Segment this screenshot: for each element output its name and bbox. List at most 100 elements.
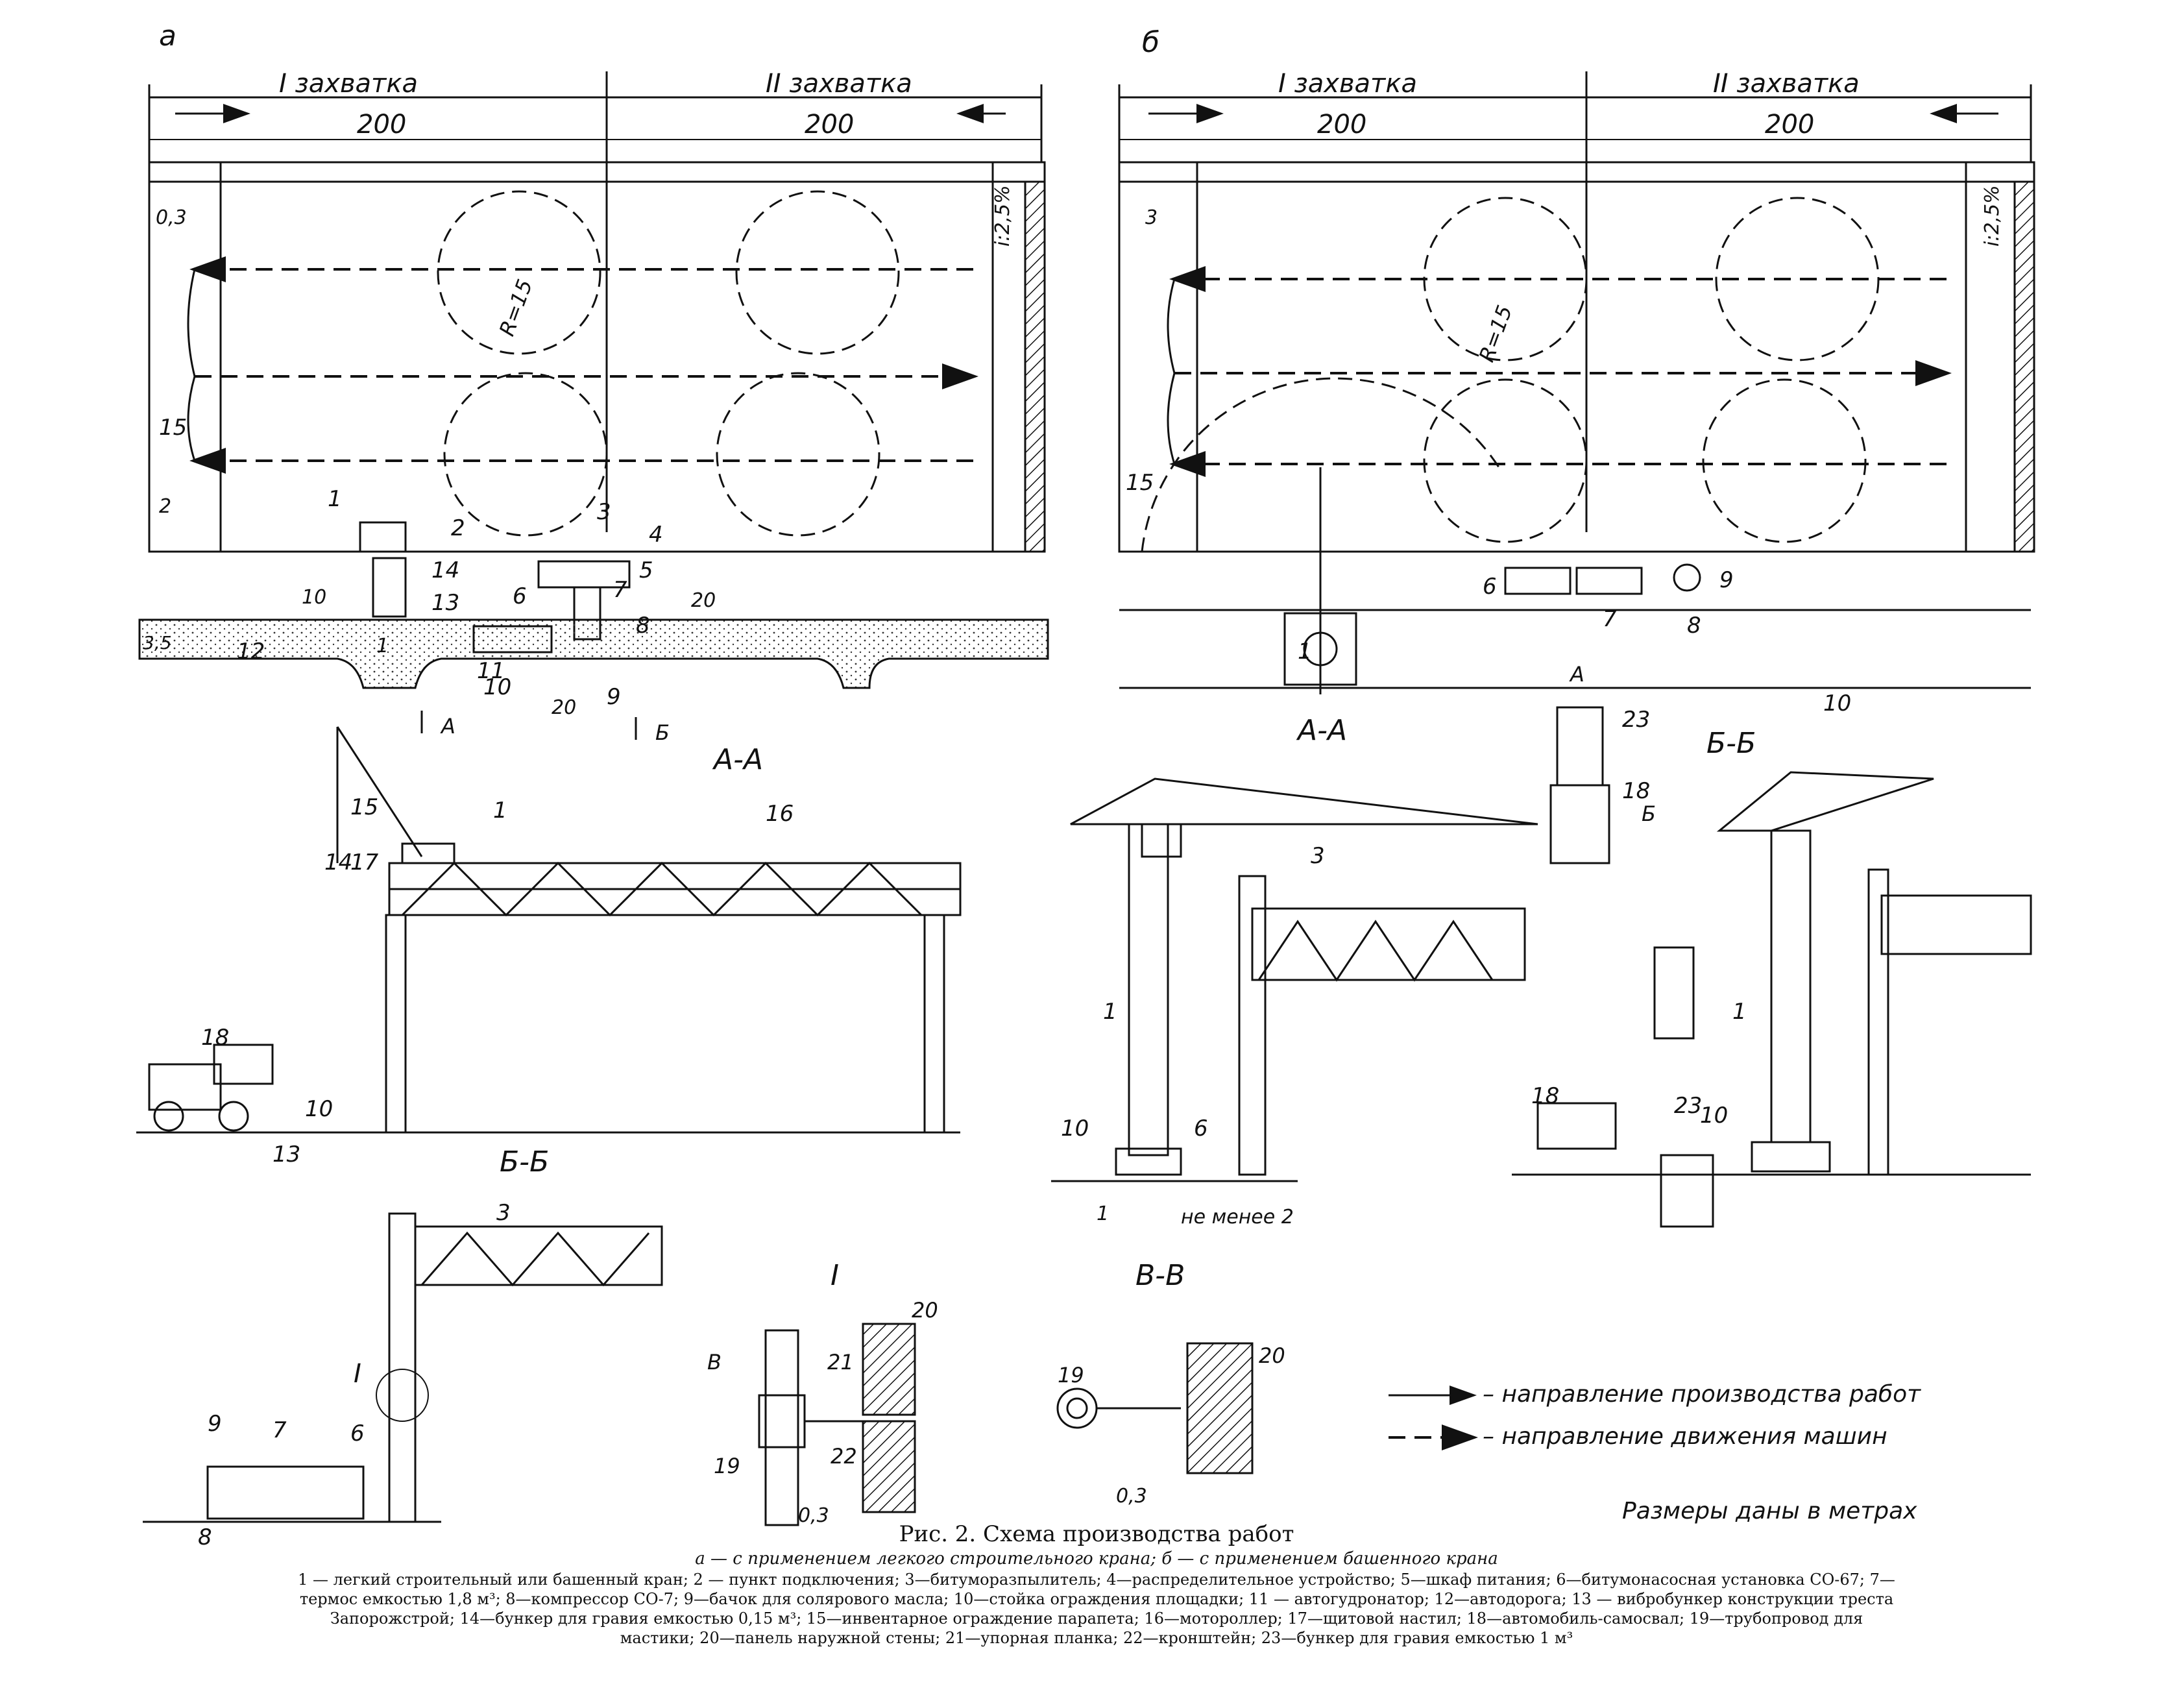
a-n8: 8 <box>636 613 650 639</box>
bb-left-title: Б-Б <box>500 1145 549 1179</box>
b-n9: 9 <box>1719 567 1734 593</box>
aa-right-d1: 1 <box>1097 1203 1109 1225</box>
detail-d03: 0,3 <box>798 1504 829 1527</box>
aa-left-18: 18 <box>201 1025 229 1051</box>
panel-a-letter: а <box>159 19 176 53</box>
detail-22: 22 <box>831 1444 857 1469</box>
bb-right-1: 1 <box>1732 999 1747 1025</box>
aa-left-15: 15 <box>350 794 378 820</box>
panel-b-letter: б <box>1142 26 1159 59</box>
caption-line2: термос емкостью 1,8 м³; 8—компрессор СО-… <box>300 1590 1893 1608</box>
panel-b-dim2: 200 <box>1765 110 1814 140</box>
bb-left-9: 9 <box>208 1411 222 1437</box>
a-n12: 12 <box>237 639 265 665</box>
panel-a-radius: R=15 <box>494 276 537 339</box>
bb-right-10: 10 <box>1700 1103 1728 1129</box>
panel-a-dim2: 200 <box>805 110 854 140</box>
caption-line3: Запорожстрой; 14—бункер для гравия емкос… <box>330 1609 1863 1628</box>
aa-left-13: 13 <box>273 1142 300 1167</box>
a-n11: 11 <box>477 658 505 684</box>
legend-work-direction: – направление производства работ <box>1483 1381 1921 1408</box>
panel-b-radius: R=15 <box>1474 302 1517 365</box>
a-d2: 2 <box>159 495 171 518</box>
panel-a-zone1: I захватка <box>279 69 418 99</box>
aa-left-14: 14 <box>324 849 352 875</box>
bb-right-title: Б-Б <box>1706 727 1756 760</box>
aa-left-10: 10 <box>305 1096 333 1122</box>
aa-right-title: А-А <box>1296 714 1347 747</box>
caption-line1: 1 — легкий строительный или башенный кра… <box>298 1570 1895 1589</box>
caption: Рис. 2. Схема производства работ а — с п… <box>298 1521 1895 1647</box>
aa-right-1: 1 <box>1103 999 1117 1025</box>
a-cutB: Б <box>655 720 670 745</box>
detail-I: I 20 21 22 19 0,3 В <box>707 1259 938 1527</box>
panel-b-slope: i:2,5% <box>1981 185 2004 247</box>
panel-a-dim1: 200 <box>357 110 406 140</box>
a-d10: 10 <box>302 586 326 609</box>
caption-sub: а — с применением легкого строительного … <box>695 1549 1498 1569</box>
b-n10: 10 <box>1823 690 1851 716</box>
a-n3: 3 <box>597 499 611 525</box>
b-n15: 15 <box>1126 470 1154 496</box>
bb-left-8: 8 <box>198 1524 212 1550</box>
a-d35: 3,5 <box>143 632 172 654</box>
vv-19: 19 <box>1058 1363 1084 1387</box>
b-cutB: Б <box>1642 801 1656 826</box>
a-n14: 14 <box>431 557 459 583</box>
aa-right-6: 6 <box>1194 1116 1208 1142</box>
aa-right-3: 3 <box>1311 843 1325 869</box>
b-n1: 1 <box>1298 639 1312 665</box>
a-n6: 6 <box>513 583 527 609</box>
panel-b-zone2: II захватка <box>1713 69 1860 99</box>
vv-title: В-В <box>1135 1259 1185 1292</box>
b-n18: 18 <box>1622 778 1650 804</box>
a-n4: 4 <box>649 522 663 548</box>
b-n7: 7 <box>1603 606 1617 632</box>
a-n10: 10 <box>483 674 511 700</box>
panel-a-slope: i:2,5% <box>991 185 1014 247</box>
bb-left-7: 7 <box>273 1417 287 1443</box>
a-n5: 5 <box>639 557 653 583</box>
aa-left-17: 17 <box>350 849 379 875</box>
bb-right-18: 18 <box>1531 1083 1559 1109</box>
section-vv: В-В 19 20 0,3 <box>1056 1259 1285 1508</box>
detail-21: 21 <box>827 1350 854 1374</box>
detail-secB: В <box>707 1350 722 1374</box>
panel-a-zone2: II захватка <box>766 69 912 99</box>
caption-line4: мастики; 20—панель наружной стены; 21—уп… <box>620 1629 1573 1647</box>
section-bb-right: Б-Б 1 10 18 23 <box>1512 727 2032 1228</box>
a-d20b: 20 <box>552 696 576 719</box>
b-cutA: А <box>1569 662 1584 687</box>
b-d3: 3 <box>1145 206 1158 229</box>
panel-b-zone1: I захватка <box>1278 69 1417 99</box>
vv-d03: 0,3 <box>1116 1485 1147 1508</box>
a-n9: 9 <box>607 684 621 710</box>
a-d20: 20 <box>691 589 716 612</box>
bb-left-3: 3 <box>496 1200 511 1226</box>
legend-units: Размеры даны в метрах <box>1622 1498 1917 1524</box>
panel-b-dim1: 200 <box>1317 110 1366 140</box>
detail-19: 19 <box>714 1454 740 1478</box>
bb-left-6: 6 <box>350 1421 365 1447</box>
a-d1: 1 <box>376 635 389 657</box>
legend: – направление производства работ – напра… <box>1389 1381 1921 1524</box>
aa-right-notless: не менее 2 <box>1181 1206 1294 1228</box>
section-aa-right: А-А 1 3 6 10 1 не менее 2 <box>1051 714 1538 1228</box>
a-d03: 0,3 <box>156 206 187 229</box>
b-n6: 6 <box>1483 574 1497 600</box>
bb-left-detail: I <box>354 1359 361 1389</box>
section-aa-left: А-А 1 10 13 14 15 16 17 18 <box>136 726 962 1167</box>
aa-right-10: 10 <box>1061 1116 1089 1142</box>
a-n13: 13 <box>431 590 459 616</box>
detail-I-title: I <box>831 1259 839 1292</box>
section-bb-left: Б-Б 3 6 7 8 9 I <box>143 1145 663 1550</box>
detail-20: 20 <box>912 1298 938 1323</box>
a-cutA: А <box>440 714 455 739</box>
aa-left-16: 16 <box>766 801 794 827</box>
vv-20: 20 <box>1259 1343 1285 1368</box>
plan-b: б I захватка II захватка 200 200 R=15 i:… <box>1118 26 2035 864</box>
legend-vehicle-direction: – направление движения машин <box>1483 1423 1887 1450</box>
a-n2: 2 <box>451 515 465 541</box>
a-n15: 15 <box>159 415 187 441</box>
